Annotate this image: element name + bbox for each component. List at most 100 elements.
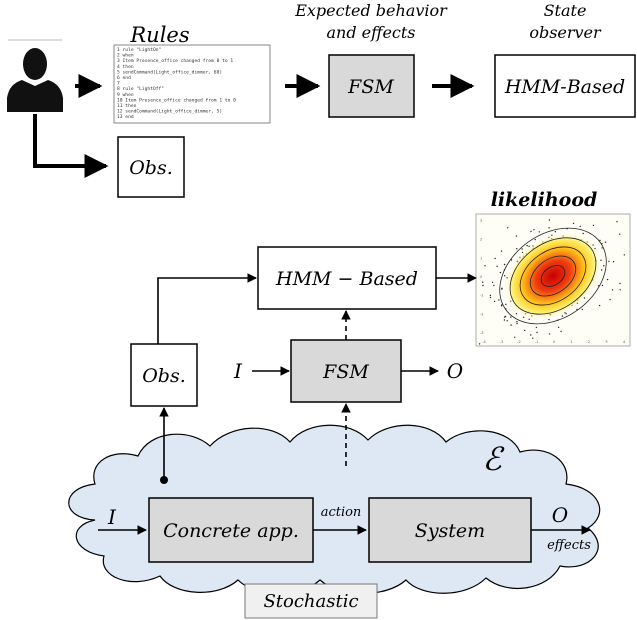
plot-sample-dot [533, 229, 535, 231]
plot-sample-dot [515, 313, 518, 315]
fsm-input-label: I [233, 359, 243, 383]
plot-x-tick-label: 0 [553, 340, 555, 344]
plot-sample-dot [489, 296, 492, 299]
plot-sample-dot [494, 257, 496, 260]
hmm-bottom-box [257, 246, 437, 310]
rules-code-line: 12 sendCommand(Light_office_dimmer, 5) [117, 109, 222, 115]
plot-sample-dot [526, 244, 528, 247]
concrete-input-label: I [107, 505, 117, 529]
fsm-top-box [328, 54, 415, 118]
plot-sample-dot [548, 227, 550, 229]
plot-sample-dot [516, 248, 518, 250]
plot-sample-dot [498, 299, 500, 301]
plot-x-tick-label: -1 [535, 340, 539, 344]
plot-sample-dot [489, 294, 492, 297]
obs-top-label: Obs. [129, 157, 173, 179]
plot-sample-dot [530, 334, 532, 336]
plot-sample-dot [579, 225, 581, 228]
plot-y-tick-label: 2 [480, 238, 482, 242]
plot-sample-dot [600, 269, 603, 271]
plot-sample-dot [499, 271, 502, 274]
plot-sample-dot [597, 285, 600, 287]
plot-y-tick-label: 1 [480, 256, 482, 260]
plot-sample-dot [548, 318, 550, 321]
plot-sample-dot [516, 321, 518, 323]
plot-sample-dot [535, 326, 538, 329]
rules-title: Rules [129, 23, 189, 47]
observer-label: observer [529, 23, 602, 42]
system-output-label: O [552, 503, 568, 527]
fsm-output-label: O [447, 359, 463, 383]
obs-bottom-label: Obs. [142, 365, 186, 387]
rules-code-line: 9 when [117, 92, 134, 98]
state-label: State [544, 1, 587, 20]
plot-sample-dot [548, 219, 551, 221]
observation-point [160, 476, 168, 484]
plot-sample-dot [523, 316, 525, 318]
stochastic-label: Stochastic [263, 591, 358, 612]
plot-sample-dot [500, 250, 503, 252]
rules-code-line: 11 then [117, 103, 137, 109]
plot-x-tick-label: 2 [588, 340, 590, 344]
plot-sample-dot [478, 343, 481, 345]
plot-sample-dot [576, 308, 578, 311]
plot-sample-dot [565, 313, 567, 315]
obs-top-box [117, 136, 185, 198]
plot-sample-dot [554, 231, 557, 233]
plot-sample-dot [560, 330, 562, 333]
arrow-user-to-obs [33, 114, 109, 178]
plot-sample-dot [528, 318, 530, 320]
plot-sample-dot [623, 254, 625, 256]
likelihood-density [505, 232, 601, 320]
plot-sample-dot [536, 331, 538, 334]
plot-sample-dot [493, 284, 495, 287]
plot-sample-dot [534, 238, 536, 241]
plot-sample-dot [521, 248, 523, 250]
plot-sample-dot [503, 316, 506, 318]
plot-sample-dot [496, 265, 498, 267]
plot-y-tick-label: -2 [480, 312, 484, 316]
plot-sample-dot [493, 300, 496, 303]
plot-sample-dot [608, 260, 610, 263]
plot-sample-dot [504, 275, 506, 277]
plot-sample-dot [611, 289, 614, 291]
rules-code-line: 5 sendCommand(Light_office_dimmer, 60) [117, 69, 222, 75]
plot-sample-dot [612, 261, 615, 263]
plot-sample-dot [601, 247, 603, 249]
plot-sample-dot [505, 303, 507, 305]
rules-code-line: 6 end [117, 75, 131, 81]
plot-sample-dot [491, 281, 494, 284]
plot-sample-dot [530, 230, 532, 233]
plot-y-tick-label: -3 [480, 331, 484, 335]
plot-sample-dot [619, 289, 621, 291]
concrete-app-label: Concrete app. [163, 520, 299, 542]
plot-sample-dot [572, 222, 575, 225]
plot-sample-dot [532, 337, 534, 339]
plot-sample-dot [616, 221, 618, 223]
rules-code-line: 10 Item Presence_office changed from 1 t… [117, 97, 236, 103]
fsm-bottom-label: FSM [322, 361, 369, 383]
plot-sample-dot [606, 278, 609, 281]
plot-sample-dot [604, 241, 607, 243]
plot-sample-dot [515, 235, 518, 237]
hmm-top-label: HMM-Based [504, 76, 625, 98]
system-label: System [415, 520, 485, 542]
rules-code-line: 4 then [117, 64, 134, 70]
plot-sample-dot [507, 227, 509, 229]
plot-x-tick-label: 3 [605, 340, 607, 344]
plot-sample-dot [557, 326, 560, 328]
environment-symbol: ℰ [482, 440, 505, 478]
rules-code-line: 2 when [117, 53, 134, 59]
plot-sample-dot [510, 324, 512, 326]
plot-sample-dot [500, 305, 503, 307]
plot-y-tick-label: 0 [480, 275, 482, 279]
plot-x-tick-label: -3 [500, 340, 504, 344]
plot-sample-dot [592, 224, 595, 227]
plot-sample-dot [484, 265, 486, 267]
plot-y-tick-label: -1 [480, 294, 484, 298]
expected-behavior-label: Expected behavior [294, 1, 448, 20]
likelihood-title: likelihood [491, 189, 598, 211]
plot-sample-dot [609, 298, 611, 301]
